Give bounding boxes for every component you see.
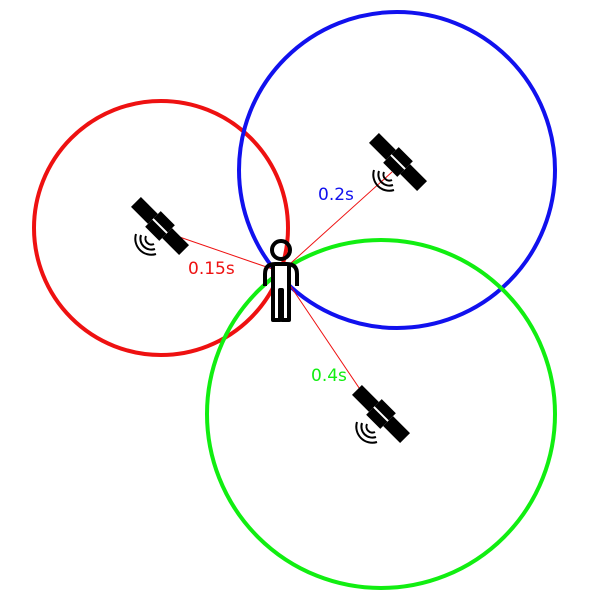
delay-label-red: 0.15s <box>188 259 235 279</box>
person-icon <box>263 239 299 322</box>
delay-label-blue: 0.2s <box>318 185 354 205</box>
range-line-red <box>164 231 282 273</box>
range-circle-red <box>32 99 290 357</box>
delay-label-green: 0.4s <box>311 366 347 386</box>
range-circle-blue <box>237 10 557 330</box>
satellite-icon <box>348 381 414 447</box>
satellite-icon <box>127 193 193 259</box>
range-circle-green <box>205 238 557 590</box>
range-line-blue <box>280 171 393 273</box>
satellite-icon <box>365 129 431 195</box>
